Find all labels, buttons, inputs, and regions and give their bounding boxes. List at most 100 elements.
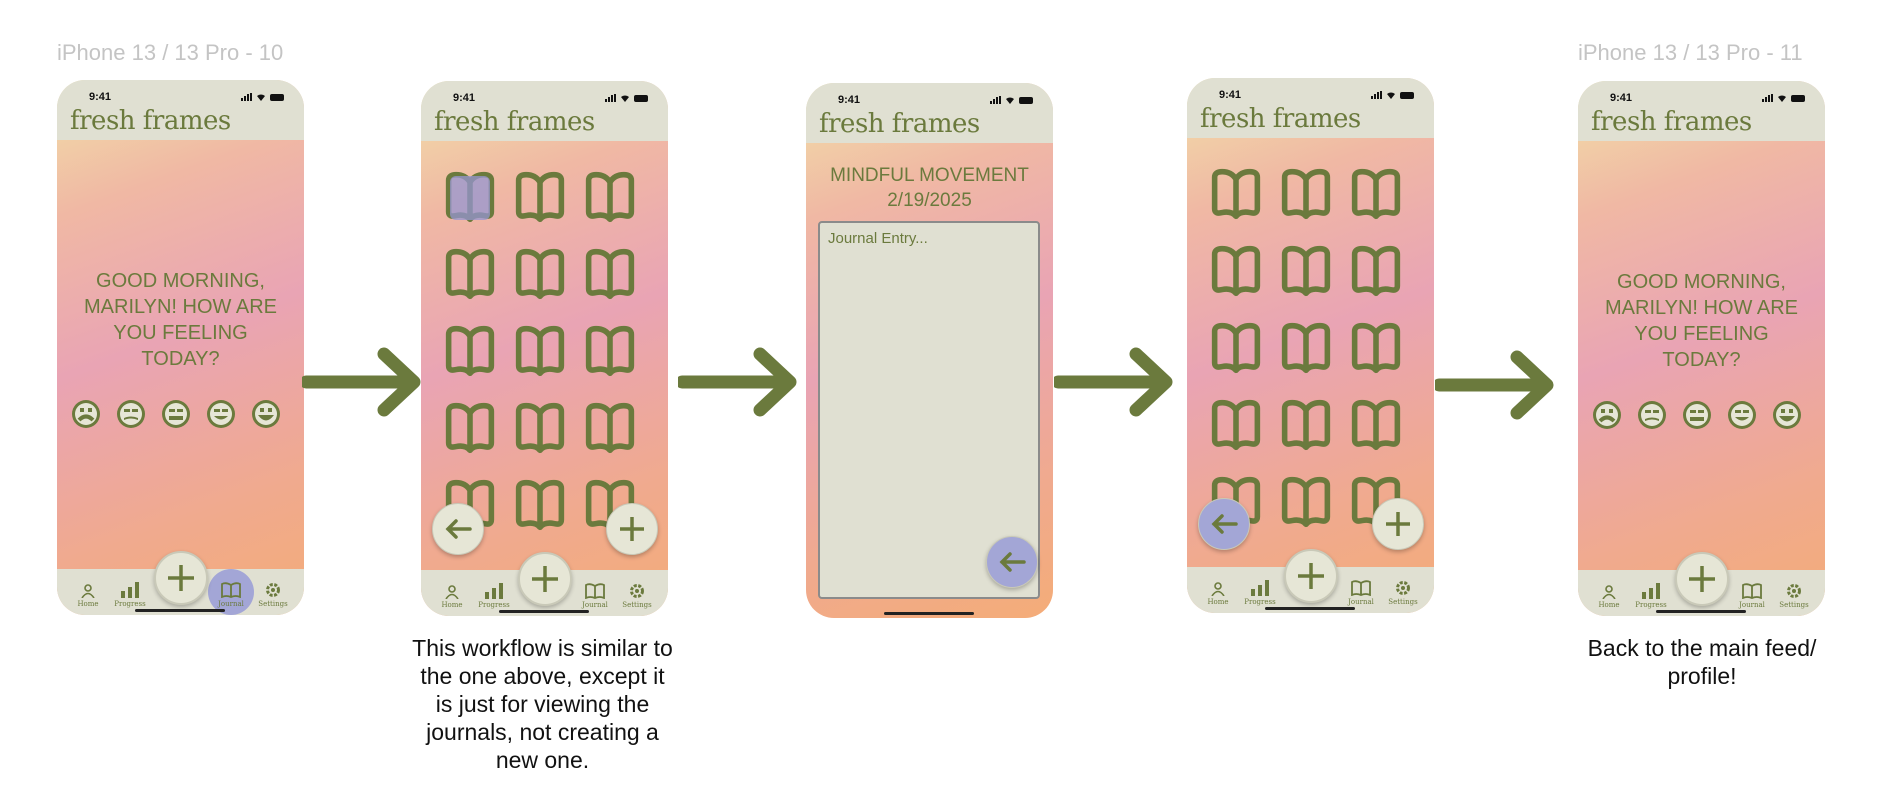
journal-book-icon[interactable]	[441, 248, 499, 300]
tab-settings[interactable]: Settings	[617, 583, 657, 609]
tab-progress[interactable]: Progress	[110, 582, 150, 608]
app-header: 9:41 fresh frames	[1187, 78, 1434, 138]
tab-progress[interactable]: Progress	[1240, 580, 1280, 606]
tab-home-label: Home	[77, 600, 99, 608]
add-journal-button[interactable]	[1372, 498, 1424, 550]
journal-book-icon[interactable]	[1207, 399, 1265, 451]
journal-book-icon[interactable]	[581, 325, 639, 377]
back-arrow-icon	[445, 519, 472, 539]
greeting-text: GOOD MORNING, MARILYN! HOW ARE YOU FEELI…	[84, 270, 277, 370]
journal-book-icon[interactable]	[441, 402, 499, 454]
tab-settings[interactable]: Settings	[1774, 583, 1814, 609]
journal-book-icon[interactable]	[511, 248, 569, 300]
journal-book-icon[interactable]	[1347, 322, 1405, 374]
tab-journal-label: Journal	[1739, 601, 1765, 609]
add-entry-button[interactable]	[1675, 552, 1729, 606]
tab-progress[interactable]: Progress	[474, 583, 514, 609]
signal-icon	[1371, 91, 1382, 99]
home-indicator	[1265, 607, 1355, 610]
back-arrow-icon	[999, 552, 1026, 572]
journal-book-icon[interactable]	[511, 402, 569, 454]
journal-title: MINDFUL MOVEMENT	[830, 165, 1029, 186]
journal-book-icon[interactable]	[1347, 245, 1405, 297]
journal-book-icon[interactable]	[1277, 245, 1335, 297]
tab-settings-label: Settings	[1779, 601, 1809, 609]
status-time: 9:41	[1610, 92, 1633, 104]
frame-label-left: iPhone 13 / 13 Pro - 10	[57, 40, 284, 65]
phone-journal-entry: 9:41 fresh frames MINDFUL MOVEMENT 2/19/…	[806, 83, 1053, 618]
signal-icon	[605, 94, 616, 102]
tab-journal[interactable]: Journal	[211, 582, 251, 608]
mood-sad-icon[interactable]	[1636, 399, 1668, 431]
journal-book-icon[interactable]	[1207, 245, 1265, 297]
tab-progress-label: Progress	[478, 601, 510, 609]
battery-icon	[1400, 92, 1414, 99]
mood-very-happy-icon[interactable]	[250, 398, 282, 430]
signal-icon	[241, 93, 252, 101]
mood-happy-icon[interactable]	[1726, 399, 1758, 431]
tab-progress[interactable]: Progress	[1631, 583, 1671, 609]
mood-very-sad-icon[interactable]	[70, 398, 102, 430]
journal-book-icon[interactable]	[511, 479, 569, 531]
journal-book-icon[interactable]	[581, 248, 639, 300]
journal-book-icon[interactable]	[511, 171, 569, 223]
tab-journal[interactable]: Journal	[575, 583, 615, 609]
bar-chart-icon	[1251, 580, 1269, 596]
plus-icon	[1298, 563, 1324, 589]
journal-book-icon[interactable]	[1277, 168, 1335, 220]
tab-settings[interactable]: Settings	[253, 582, 293, 608]
back-button[interactable]	[1198, 498, 1250, 550]
journal-book-icon[interactable]	[581, 171, 639, 223]
journal-book-icon[interactable]	[581, 402, 639, 454]
mood-neutral-icon[interactable]	[1681, 399, 1713, 431]
add-entry-button[interactable]	[518, 552, 572, 606]
gear-icon	[630, 584, 644, 598]
back-button[interactable]	[986, 536, 1038, 588]
tab-journal[interactable]: Journal	[1341, 580, 1381, 606]
journal-entry-box	[818, 221, 1040, 599]
back-note: Back to the main feed/ profile!	[1587, 635, 1817, 689]
journal-book-icon[interactable]	[1347, 168, 1405, 220]
back-button[interactable]	[432, 503, 484, 555]
add-entry-button[interactable]	[154, 551, 208, 605]
tab-home-label: Home	[1598, 601, 1620, 609]
mood-happy-icon[interactable]	[205, 398, 237, 430]
mood-very-sad-icon[interactable]	[1591, 399, 1623, 431]
phone-journal-grid: 9:41 fresh frames Home Progress Journal …	[421, 81, 668, 616]
mood-sad-icon[interactable]	[115, 398, 147, 430]
mood-neutral-icon[interactable]	[160, 398, 192, 430]
brand-logo: fresh frames	[70, 106, 231, 136]
tab-journal[interactable]: Journal	[1732, 583, 1772, 609]
add-journal-button[interactable]	[606, 503, 658, 555]
flow-arrow-icon	[302, 347, 421, 417]
journal-book-icon[interactable]	[1277, 476, 1335, 528]
journal-book-icon[interactable]	[1277, 399, 1335, 451]
tab-home[interactable]: Home	[1589, 585, 1629, 609]
book-icon	[585, 583, 605, 599]
tab-home[interactable]: Home	[432, 585, 472, 609]
status-time: 9:41	[838, 94, 861, 106]
tab-progress-label: Progress	[1635, 601, 1667, 609]
journal-book-icon[interactable]	[1207, 322, 1265, 374]
journal-book-icon[interactable]	[441, 325, 499, 377]
tab-home-label: Home	[441, 601, 463, 609]
tab-home[interactable]: Home	[1198, 582, 1238, 606]
app-header: 9:41 fresh frames	[1578, 81, 1825, 141]
gear-icon	[1396, 581, 1410, 595]
status-time: 9:41	[89, 91, 112, 103]
journal-entry-input[interactable]	[820, 223, 1038, 597]
journal-book-icon[interactable]	[1277, 322, 1335, 374]
journal-book-icon[interactable]	[1207, 168, 1265, 220]
journal-book-icon[interactable]	[511, 325, 569, 377]
add-entry-button[interactable]	[1284, 549, 1338, 603]
plus-icon	[168, 565, 194, 591]
tab-settings[interactable]: Settings	[1383, 580, 1423, 606]
brand-logo: fresh frames	[819, 109, 980, 139]
book-icon	[1351, 580, 1371, 596]
mood-selector	[1591, 399, 1803, 431]
journal-book-icon[interactable]	[1347, 399, 1405, 451]
tab-home[interactable]: Home	[68, 584, 108, 608]
mood-very-happy-icon[interactable]	[1771, 399, 1803, 431]
battery-icon	[1791, 95, 1805, 102]
status-icons	[1762, 94, 1805, 102]
